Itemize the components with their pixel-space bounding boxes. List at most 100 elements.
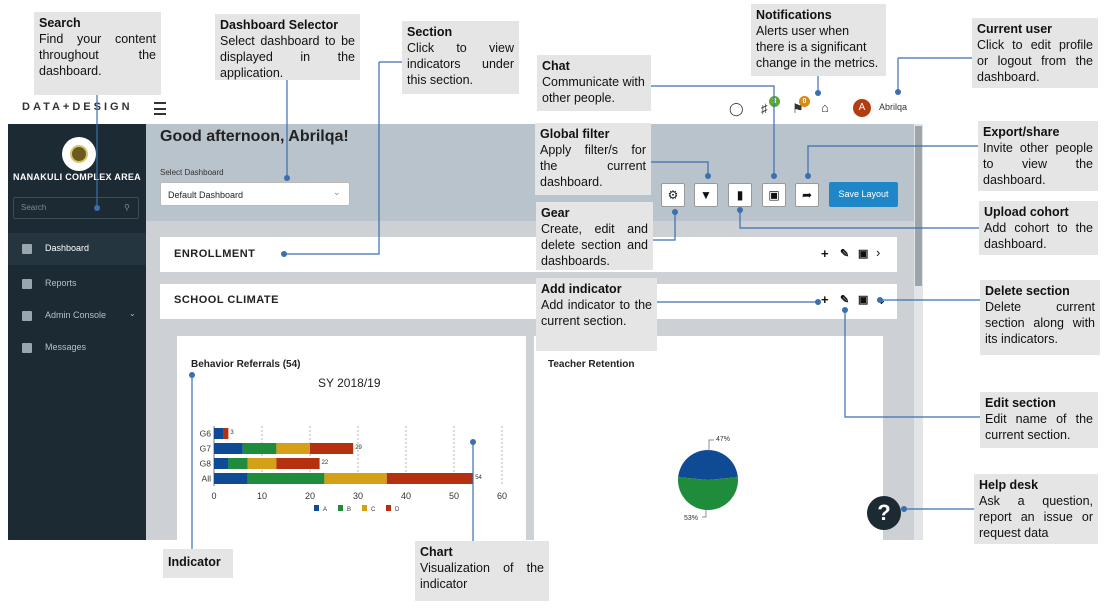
- trash-icon[interactable]: ▣: [858, 294, 869, 306]
- callout-body: Add indicator to the current section.: [541, 298, 652, 328]
- callout-indicator: Indicator: [163, 549, 233, 578]
- add-icon[interactable]: +: [821, 292, 829, 307]
- user-name[interactable]: Abrilqa: [879, 102, 908, 112]
- section-title: SCHOOL CLIMATE: [174, 294, 279, 306]
- leader-dot: [895, 89, 901, 95]
- chevron-right-icon[interactable]: ›: [876, 245, 881, 260]
- callout-body: Find your content throughout the dashboa…: [39, 32, 156, 78]
- x-tick-label: 40: [401, 491, 411, 501]
- callout-body: Ask a question, report an issue or reque…: [979, 494, 1093, 540]
- scrollbar-thumb[interactable]: [915, 126, 922, 286]
- x-tick-label: 30: [353, 491, 363, 501]
- callout-title: Delete section: [985, 284, 1070, 298]
- search-icon[interactable]: ⚲: [124, 203, 130, 212]
- leader-dot: [805, 173, 811, 179]
- leader-line: [651, 85, 775, 176]
- flag-icon[interactable]: ⚑: [792, 101, 804, 116]
- x-tick-label: 50: [449, 491, 459, 501]
- category-label: G8: [200, 459, 212, 469]
- callout-title: Current user: [977, 22, 1053, 36]
- callout-dashboard-selector: Dashboard Selector Select dashboard to b…: [215, 14, 360, 80]
- legend-label: D: [395, 507, 400, 513]
- bar-total-label: 29: [355, 445, 362, 451]
- leader-dot: [877, 297, 883, 303]
- callout-title: Global filter: [540, 127, 610, 141]
- dashboard-select[interactable]: [160, 182, 350, 206]
- bar-total-label: 3: [230, 430, 234, 436]
- hamburger-menu-icon[interactable]: [154, 102, 166, 115]
- callout-title: Add indicator: [541, 282, 622, 296]
- callout-title: Gear: [541, 206, 570, 220]
- pie-leader: [708, 439, 714, 452]
- scrollbar[interactable]: [914, 124, 923, 540]
- leader-dot: [815, 90, 821, 96]
- pie-slice: [678, 449, 738, 480]
- sidebar-item-admin-console[interactable]: Admin Console ⌄: [8, 300, 146, 332]
- sidebar-item-dashboard[interactable]: Dashboard: [8, 233, 146, 265]
- leader-line: [739, 210, 979, 229]
- sidebar-item-reports[interactable]: Reports: [8, 268, 146, 300]
- leader-dot: [189, 372, 195, 378]
- leader-dot: [771, 173, 777, 179]
- indicator-title: Behavior Referrals (54): [191, 359, 301, 370]
- legend-swatch: [362, 505, 367, 511]
- home-icon[interactable]: ⌂: [821, 100, 829, 115]
- callout-body: Delete current section along with its in…: [985, 300, 1095, 346]
- callout-title: Notifications: [756, 8, 832, 22]
- gear-icon: ⚙: [667, 188, 679, 202]
- filter-icon: ▼: [700, 188, 712, 202]
- leader-dot: [470, 439, 476, 445]
- search-placeholder: Search: [21, 203, 47, 212]
- leader-line: [284, 62, 380, 255]
- upload-cohort-button[interactable]: ▮: [728, 183, 752, 207]
- dashboard-select-value: Default Dashboard: [168, 190, 244, 200]
- add-icon[interactable]: +: [821, 246, 829, 261]
- leader-dot: [281, 251, 287, 257]
- callout-body: Click to view indicators under this sect…: [407, 41, 514, 87]
- callout-export-share: Export/share Invite other people to view…: [978, 121, 1098, 191]
- sidebar-item-label: Admin Console: [45, 310, 107, 320]
- leader-dot: [737, 207, 743, 213]
- edit-icon[interactable]: ✎: [840, 248, 850, 260]
- callout-title: Export/share: [983, 125, 1060, 139]
- leader-dot: [672, 209, 678, 215]
- help-button[interactable]: ?: [867, 496, 901, 530]
- app-logo: DATA+DESIGN: [22, 101, 133, 113]
- sidebar-item-label: Messages: [45, 342, 87, 352]
- category-label: All: [202, 474, 212, 484]
- callout-title: Section: [407, 25, 453, 39]
- callout-help-desk: Help desk Ask a question, report an issu…: [974, 474, 1098, 544]
- trash-icon[interactable]: ▣: [858, 248, 869, 260]
- avatar[interactable]: A: [853, 99, 871, 117]
- indicator-card-behavior[interactable]: [177, 336, 526, 540]
- bar-segment: [214, 428, 224, 439]
- callout-delete-section: Delete section Delete current section al…: [980, 280, 1100, 355]
- callout-body: Communicate with other people.: [542, 75, 645, 105]
- edit-icon[interactable]: ✎: [840, 294, 850, 306]
- share-button[interactable]: ➦: [795, 183, 819, 207]
- callout-notifications: Notifications Alerts user when there is …: [751, 4, 886, 76]
- sidebar-search-input[interactable]: [13, 197, 139, 219]
- admin-console-icon: [22, 311, 32, 321]
- indicator-title: Teacher Retention: [548, 359, 635, 370]
- callout-body: Alerts user when there is a significant …: [756, 24, 879, 70]
- save-layout-button[interactable]: Save Layout: [829, 182, 898, 207]
- bar-segment: [247, 458, 277, 469]
- chat-icon[interactable]: ◯: [729, 101, 744, 116]
- leader-line: [844, 310, 980, 418]
- callout-chart: Chart Visualization of the indicator: [415, 541, 549, 601]
- filter-button[interactable]: ▼: [694, 183, 718, 207]
- legend-label: A: [323, 507, 327, 513]
- bar-total-label: 54: [475, 475, 482, 481]
- leader-line: [653, 212, 676, 241]
- chat-bubbles-icon: ▣: [768, 188, 780, 202]
- leader-dot: [705, 173, 711, 179]
- callout-edit-section: Edit section Edit name of the current se…: [980, 392, 1098, 448]
- callout-body: Create, edit and delete section and dash…: [541, 222, 648, 268]
- gear-button[interactable]: ⚙: [661, 183, 685, 207]
- bell-icon[interactable]: ♯: [761, 101, 768, 116]
- chat-button[interactable]: ▣: [762, 183, 786, 207]
- sidebar-item-messages[interactable]: Messages: [8, 332, 146, 364]
- sidebar-item-label: Dashboard: [45, 243, 90, 253]
